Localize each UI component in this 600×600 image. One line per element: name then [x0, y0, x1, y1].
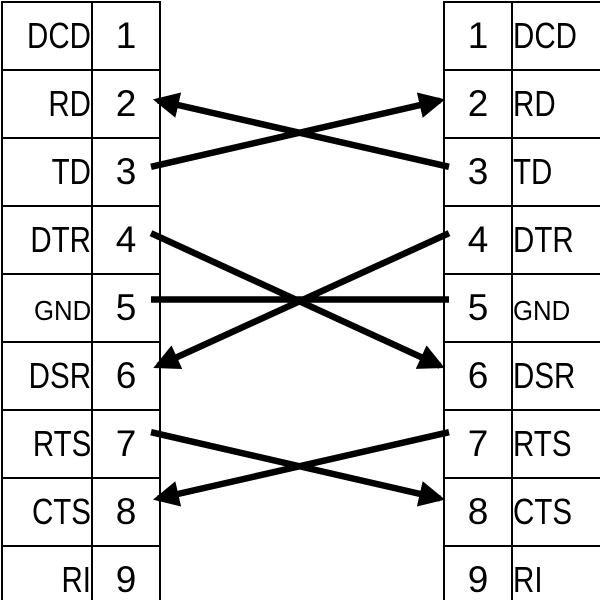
pin-number: 6: [91, 341, 161, 411]
signal-label: GND: [1, 273, 93, 343]
pin-row: RTS 7: [1, 409, 161, 479]
left-connector-table: DCD 1 RD 2 TD 3 DTR 4 GND 5 DSR 6: [1, 1, 161, 600]
pin-row: 5 GND: [443, 273, 600, 343]
pin-number: 7: [443, 409, 513, 479]
pin-row: 3 TD: [443, 137, 600, 207]
signal-label: DSR: [1, 341, 93, 411]
signal-label: CTS: [511, 477, 600, 547]
pin-number: 8: [91, 477, 161, 547]
pin-number: 7: [91, 409, 161, 479]
pin-number: 2: [91, 69, 161, 139]
signal-label: DCD: [511, 1, 600, 71]
wire-right3-to-left2: [152, 92, 450, 170]
signal-label: CTS: [1, 477, 93, 547]
pin-number: 8: [443, 477, 513, 547]
signal-label: RD: [511, 69, 600, 139]
pin-row: DTR 4: [1, 205, 161, 275]
wire-left7-to-right8: [150, 429, 446, 507]
pin-number: 5: [91, 273, 161, 343]
wire-left3-to-right2: [150, 92, 446, 170]
signal-label: RD: [1, 69, 93, 139]
signal-label: DTR: [511, 205, 600, 275]
pin-number: 9: [443, 545, 513, 600]
pin-row: 9 RI: [443, 545, 600, 600]
pin-row: CTS 8: [1, 477, 161, 547]
pin-row: RI 9: [1, 545, 161, 600]
pin-number: 3: [91, 137, 161, 207]
wire-left4-to-right6: [149, 230, 445, 369]
pin-row: DCD 1: [1, 1, 161, 71]
pin-row: RD 2: [1, 69, 161, 139]
pin-row: 1 DCD: [443, 1, 600, 71]
signal-label: TD: [511, 137, 600, 207]
pin-number: 3: [443, 137, 513, 207]
signal-label: TD: [1, 137, 93, 207]
pin-row: 4 DTR: [443, 205, 600, 275]
pin-row: GND 5: [1, 273, 161, 343]
pin-number: 6: [443, 341, 513, 411]
pin-row: 8 CTS: [443, 477, 600, 547]
pin-number: 2: [443, 69, 513, 139]
pin-row: 7 RTS: [443, 409, 600, 479]
wire-right4-to-left6: [153, 230, 451, 370]
pin-row: 2 RD: [443, 69, 600, 139]
signal-label: RI: [1, 545, 93, 600]
signal-label: GND: [511, 273, 600, 343]
pin-number: 4: [443, 205, 513, 275]
pin-number: 1: [443, 1, 513, 71]
pin-row: DSR 6: [1, 341, 161, 411]
signal-label: DCD: [1, 1, 93, 71]
pin-row: TD 3: [1, 137, 161, 207]
right-connector-table: 1 DCD 2 RD 3 TD 4 DTR 5 GND 6 DSR: [443, 1, 600, 600]
pin-number: 4: [91, 205, 161, 275]
signal-label: DSR: [511, 341, 600, 411]
pin-row: 6 DSR: [443, 341, 600, 411]
pin-number: 5: [443, 273, 513, 343]
signal-label: DTR: [1, 205, 93, 275]
wire-right7-to-left8: [152, 429, 450, 507]
pin-number: 9: [91, 545, 161, 600]
pin-number: 1: [91, 1, 161, 71]
signal-label: RTS: [511, 409, 600, 479]
signal-label: RTS: [1, 409, 93, 479]
signal-label: RI: [511, 545, 600, 600]
